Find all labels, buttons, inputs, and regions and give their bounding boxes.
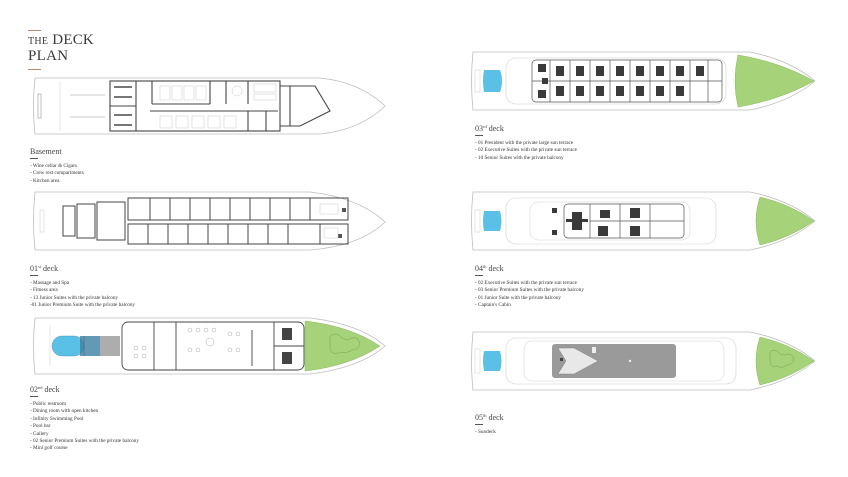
title-line-2: PLAN	[28, 48, 69, 64]
caption-deck-04: 04th deck - 02 Executive Suites with the…	[475, 262, 584, 310]
mini-golf-course	[304, 320, 381, 372]
feature-list-deck-04: - 02 Executive Suites with the private s…	[475, 280, 584, 310]
feature-item: - Fitness area	[30, 287, 58, 294]
feature-list-deck-01: - Massage and Spa - Fitness area - 13 Ju…	[30, 280, 135, 310]
feature-item: - 03 Senior Premium Suites with the priv…	[475, 287, 584, 294]
jacuzzi	[483, 70, 502, 92]
feature-item: - Dining room with open kitchen	[30, 408, 99, 415]
feature-item: - Wine cellar & Cigars	[30, 163, 77, 169]
deck-plan-05[interactable]	[470, 330, 820, 392]
feature-list-deck-05: - Sundeck	[475, 429, 504, 436]
deck-title-05: 05th deck	[475, 413, 504, 422]
title-main: DECK	[52, 32, 94, 48]
deck-plan-04[interactable]	[470, 190, 820, 252]
deck-plan-03[interactable]	[470, 50, 820, 112]
deck-plan-01[interactable]	[30, 190, 390, 252]
caption-deck-03: 03rd deck - 01 President with the privat…	[475, 122, 577, 162]
feature-item: - Kitchen area	[30, 177, 60, 184]
deck-title-03: 03rd deck	[475, 124, 504, 133]
deck-04-floorplan	[471, 191, 816, 251]
feature-item: - 02 Senior Premium Suites with the priv…	[30, 438, 139, 445]
jacuzzi	[483, 351, 502, 371]
caption-deck-02: 02nd deck - Public restroom - Dining roo…	[30, 383, 139, 453]
bow-green-area	[755, 196, 815, 246]
deck-title-04: 04th deck	[475, 264, 504, 273]
caption-deck-01: 01st deck - Massage and Spa - Fitness ar…	[30, 262, 135, 310]
feature-list-basement: - Wine cellar & Cigars - Crew rest compa…	[30, 163, 84, 185]
feature-item: - Mini golf course	[30, 445, 68, 452]
basement-floorplan	[33, 77, 386, 135]
feature-item: - 02 Executive Suites with the private s…	[475, 147, 577, 154]
feature-item: - Captain's Cabin	[475, 302, 511, 309]
feature-item: -01 Junior Premium Suite with the privat…	[30, 302, 136, 309]
pool	[51, 335, 85, 357]
deck-03-floorplan	[471, 51, 816, 111]
deck-plan-02[interactable]	[30, 316, 390, 376]
feature-item: - Infinity Swimming Pool	[30, 415, 84, 422]
title-top-rule	[28, 30, 41, 31]
feature-item: - Public restroom	[30, 401, 67, 407]
bow-green-area	[755, 336, 815, 386]
deck-title-02: 02nd deck	[30, 385, 60, 394]
feature-item: - Gallery	[30, 430, 49, 437]
feature-item: - Crew rest compartments	[30, 170, 84, 177]
title-bottom-rule	[28, 69, 41, 70]
deck-05-floorplan	[471, 331, 816, 391]
deck-title-01: 01st deck	[30, 264, 59, 273]
bow-green-area	[734, 54, 815, 108]
feature-item: - 13 Junior Suites with the private balc…	[30, 294, 119, 301]
feature-item: - Sundeck	[475, 429, 496, 435]
deck-01-floorplan	[33, 191, 386, 251]
deck-plan-basement[interactable]	[30, 76, 390, 136]
feature-item: - 01 President with the private large su…	[475, 140, 574, 146]
page-title: THE DECK PLAN	[28, 30, 94, 70]
title-prefix: THE	[28, 36, 49, 47]
feature-list-deck-03: - 01 President with the private large su…	[475, 140, 577, 162]
feature-item: - 01 Junior Suite with the private balco…	[475, 294, 562, 301]
feature-item: - 10 Senior Suites with the private balc…	[475, 154, 564, 161]
caption-basement: Basement - Wine cellar & Cigars - Crew r…	[30, 147, 84, 185]
feature-list-deck-02: - Public restroom - Dining room with ope…	[30, 401, 139, 453]
feature-item: - 02 Executive Suites with the private s…	[475, 280, 577, 286]
deck-title-basement: Basement	[30, 147, 62, 156]
sundeck-area	[552, 344, 676, 378]
feature-item: - Pool bar	[30, 423, 51, 430]
jacuzzi	[483, 211, 502, 231]
feature-item: - Massage and Spa	[30, 280, 70, 286]
caption-deck-05: 05th deck - Sundeck	[475, 411, 504, 436]
deck-02-floorplan	[33, 317, 386, 375]
